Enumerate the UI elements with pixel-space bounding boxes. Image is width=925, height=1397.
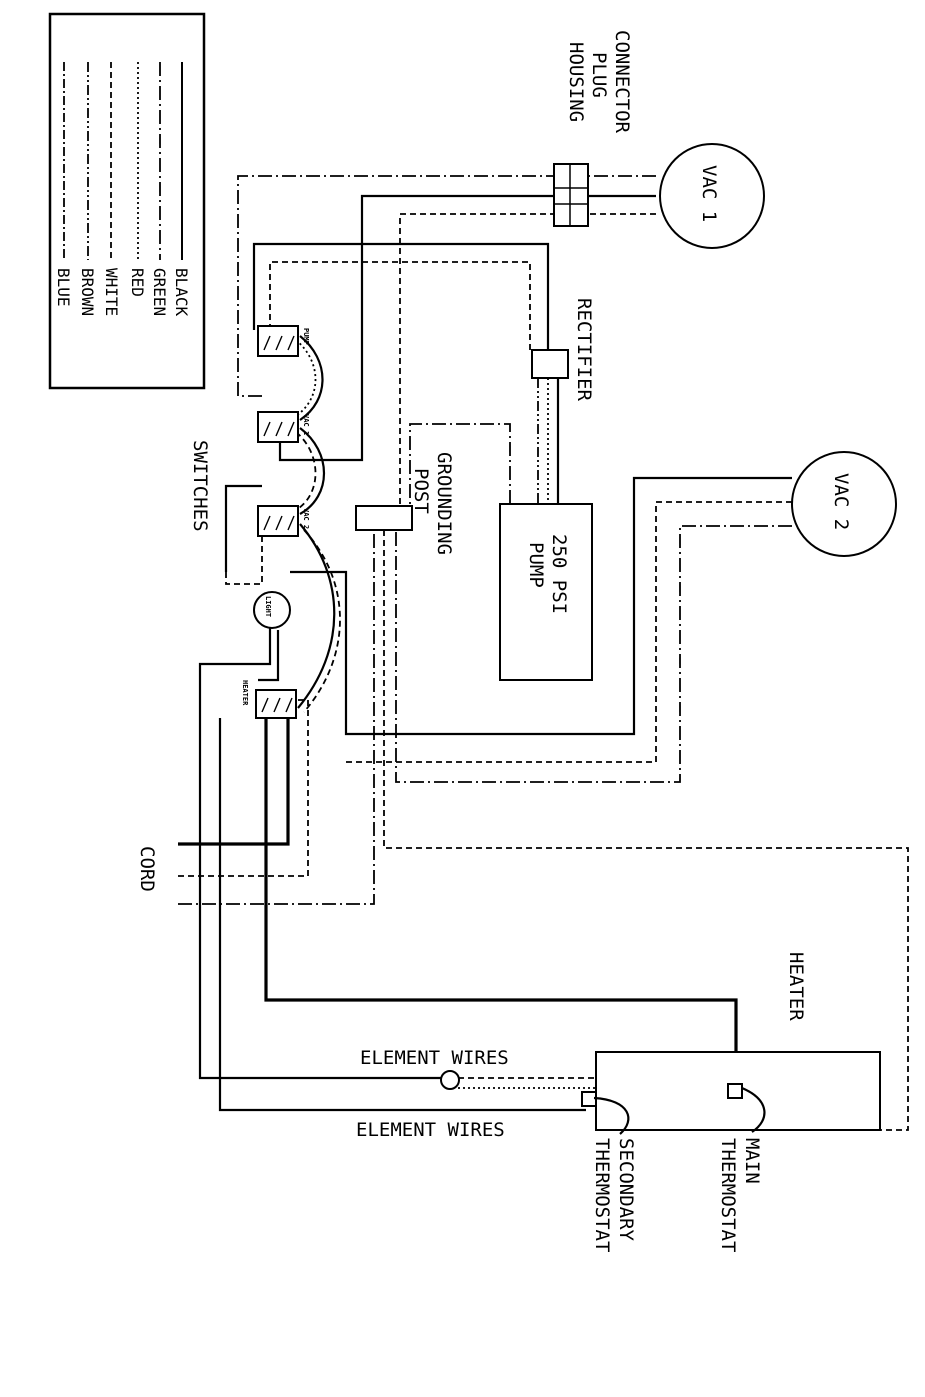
wire-color-legend: BLACK GREEN RED WHITE BROWN BLUE <box>48 12 206 390</box>
label-vac1: VAC 1 <box>698 165 720 222</box>
grounding-post: GROUNDING POST <box>355 452 455 555</box>
wire-heater-main-thermostat <box>264 718 738 1084</box>
pump-box <box>499 503 593 681</box>
legend-label-green: GREEN <box>150 268 169 316</box>
pump: 250 PSI PUMP <box>499 503 593 681</box>
arc-pump-vac1-red <box>295 339 317 417</box>
rectifier: RECTIFIER <box>531 298 595 402</box>
wire-vac2-green <box>395 525 792 783</box>
element-terminal <box>440 1070 460 1090</box>
connector-plug-housing <box>553 163 589 227</box>
main-thermostat-lead <box>741 1086 766 1133</box>
heater: HEATER <box>440 952 881 1135</box>
indicator-light: LIGHT <box>253 591 291 629</box>
wire-switch-bus-white <box>225 520 263 585</box>
label-element-wires-bottom: ELEMENT WIRES <box>356 1119 505 1141</box>
label-pump: PUMP <box>525 542 547 588</box>
secondary-thermostat-terminal <box>581 1091 597 1107</box>
switch-vac1 <box>257 411 299 443</box>
wire-vac1-green <box>237 175 656 397</box>
switch-pump-label: PUMP <box>302 328 310 345</box>
wire-cord-white <box>178 699 309 877</box>
switch-vac2-label: VAC 2 <box>302 508 310 529</box>
wire-vac1-white <box>399 213 656 511</box>
vac1-motor: VAC 1 <box>659 143 765 249</box>
arc-vac2-heater-black <box>297 523 336 709</box>
wire-light-element <box>198 626 446 1080</box>
wire-switch-bus <box>224 484 262 572</box>
light-circle <box>253 591 291 629</box>
arc-pump-vac1-black <box>299 335 324 421</box>
label-vac2: VAC 2 <box>830 473 852 530</box>
label-heater: HEATER <box>785 952 807 1021</box>
label-secondary-thermostat: THERMOSTAT <box>591 1138 613 1252</box>
legend-label-white: WHITE <box>102 268 121 316</box>
wire-pump-supply-black <box>252 242 550 350</box>
label-switches: SWITCHES <box>189 440 211 532</box>
legend-box <box>48 12 206 390</box>
light-label: LIGHT <box>264 596 272 617</box>
label-pump-rating: 250 PSI <box>548 534 570 614</box>
rectifier-box <box>531 349 569 379</box>
wire-pump-ground <box>409 423 511 508</box>
grounding-post-box <box>355 505 413 531</box>
label-post: POST <box>410 468 432 514</box>
wire-ground-heater <box>383 530 909 1131</box>
switch-heater-label: HEATER <box>241 680 249 706</box>
switch-vac1-label: VAC 1 <box>302 414 310 435</box>
vac2-circle <box>791 451 897 557</box>
legend-label-blue: BLUE <box>54 268 73 307</box>
arc-vac1-vac2-black <box>299 427 325 515</box>
wire-vac1-black <box>278 194 656 462</box>
connector-box <box>553 163 589 227</box>
arc-vac2-heater-white <box>303 529 341 713</box>
wires <box>178 175 909 1131</box>
wire-cord-green <box>178 530 375 905</box>
label-grounding: GROUNDING <box>433 452 455 555</box>
secondary-thermostat-lead <box>593 1096 630 1135</box>
label-main-thermostat: THERMOSTAT <box>717 1138 739 1252</box>
label-main: MAIN <box>741 1138 763 1184</box>
vac1-circle <box>659 143 765 249</box>
label-cord: CORD <box>136 846 158 892</box>
label-element-wires-top: ELEMENT WIRES <box>360 1047 509 1069</box>
main-thermostat-terminal <box>727 1083 743 1099</box>
legend-label-red: RED <box>128 268 147 297</box>
wire-vac2-white <box>346 501 792 763</box>
switches: PUMP VAC 1 VAC 2 HEATER SWITCHES <box>189 325 310 719</box>
legend-label-brown: BROWN <box>78 268 97 316</box>
wire-vac2-black <box>290 476 792 736</box>
label-plug: PLUG <box>588 52 610 98</box>
wire-light-switch <box>258 630 280 682</box>
arc-vac1-vac2-white <box>295 431 317 511</box>
vac2-motor: VAC 2 <box>791 451 897 557</box>
label-connector: CONNECTOR <box>611 30 633 134</box>
legend-label-black: BLACK <box>172 268 191 317</box>
label-housing: HOUSING <box>565 42 587 122</box>
label-rectifier: RECTIFIER <box>573 298 595 402</box>
wire-pump-supply-white <box>269 261 531 350</box>
label-secondary: SECONDARY <box>615 1138 637 1242</box>
wire-cord-black <box>178 718 290 846</box>
wire-element-bottom <box>218 718 586 1112</box>
